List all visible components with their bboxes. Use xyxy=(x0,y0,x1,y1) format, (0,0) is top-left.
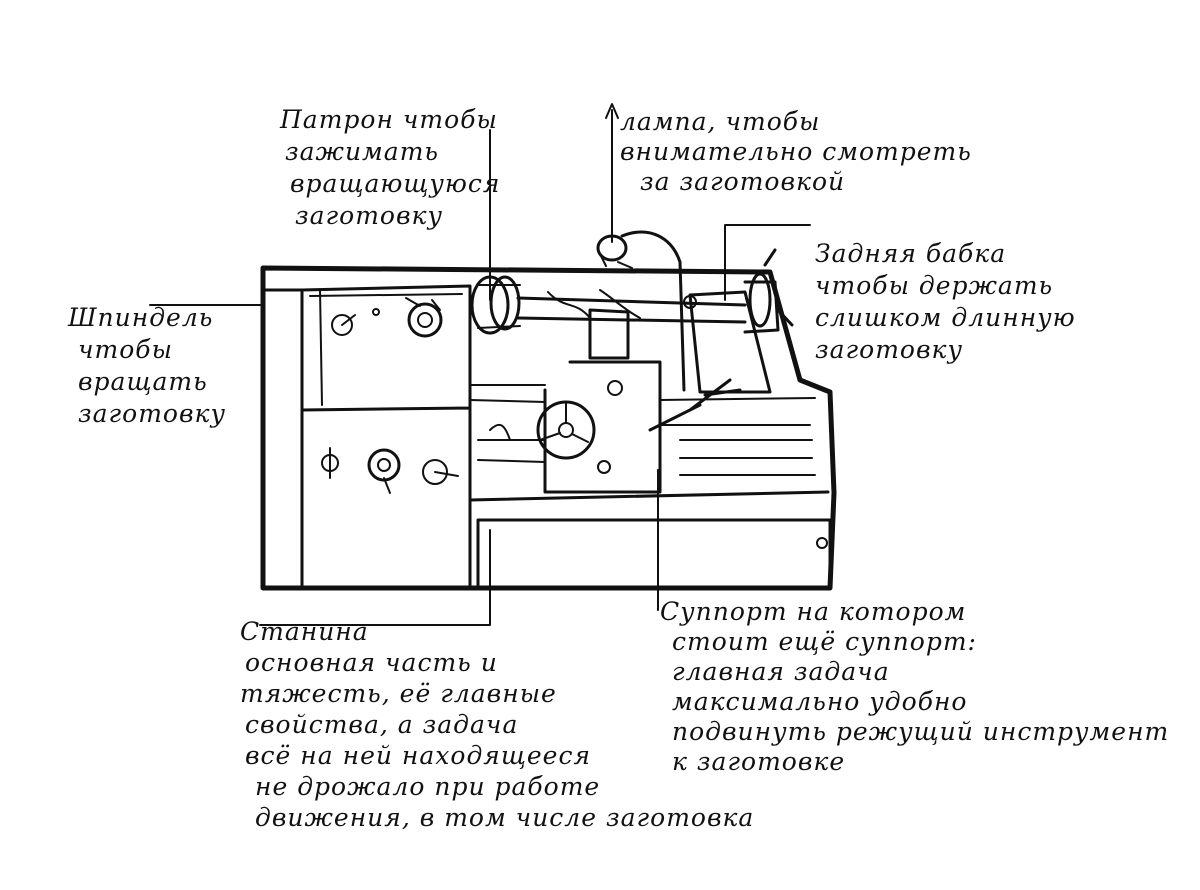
tailstock-icon xyxy=(683,248,794,394)
bed-label: Станина основная часть и тяжесть, её гла… xyxy=(240,617,754,832)
lamp-label: лампа, чтобы внимательно смотреть за заг… xyxy=(620,107,981,196)
tailstock-leader xyxy=(724,224,811,301)
lamp-icon xyxy=(596,230,686,392)
headstock-panel xyxy=(309,289,463,406)
tailstock-label-line: Задняя бабка xyxy=(815,239,1006,268)
lathe-bed-outline xyxy=(260,265,837,591)
supports-label-line: Суппорт на котором xyxy=(660,597,966,626)
spindle-label-line: вращать xyxy=(78,367,208,396)
supports-label-line: максимально удобно xyxy=(672,687,967,716)
lead-screw xyxy=(477,423,546,463)
bed-label-line: свойства, а задача xyxy=(245,710,518,739)
gearbox-knob-icon xyxy=(321,447,459,494)
supports-label-line: подвинуть режущий инструмент xyxy=(672,717,1169,746)
bed-label-line: не дрожало при работе xyxy=(255,772,600,801)
lamp-label-line: за заготовкой xyxy=(640,167,845,196)
lathe-base-inner xyxy=(468,490,832,590)
spindle-label-line: заготовку xyxy=(78,399,226,428)
carriage xyxy=(543,308,662,494)
bed-label-line: движения, в том числе заготовка xyxy=(255,803,754,832)
bed-label-line: тяжесть, её главные xyxy=(240,679,557,708)
workpiece xyxy=(516,296,747,324)
bed-label-line: всё на ней находящееся xyxy=(245,741,591,770)
tailstock-label-line: слишком длинную xyxy=(815,303,1076,332)
carriage-lever xyxy=(648,378,742,432)
tailstock-label: Задняя бабка чтобы держать слишком длинн… xyxy=(815,239,1085,364)
chuck-label-line: Патрон чтобы xyxy=(279,105,498,134)
spindle-label: Шпиндель чтобы вращать заготовку xyxy=(67,303,226,428)
supports-label-line: главная задача xyxy=(672,657,890,686)
chuck-icon xyxy=(470,275,521,335)
tailstock-label-line: заготовку xyxy=(815,335,963,364)
leader-lines xyxy=(149,103,811,626)
chuck-label-line: заготовку xyxy=(295,201,443,230)
supports-label-line: стоит ещё суппорт: xyxy=(672,627,977,656)
supports-label-line: к заготовке xyxy=(672,747,845,776)
tailstock-label-line: чтобы держать xyxy=(815,271,1053,300)
base-bolt-icon xyxy=(816,537,828,549)
supports-label: Суппорт на котором стоит ещё суппорт: гл… xyxy=(660,597,1178,776)
headstock-knob-icon xyxy=(331,297,443,338)
handwheel-icon xyxy=(536,380,623,474)
lamp-label-line: лампа, чтобы xyxy=(620,107,820,136)
chuck-label-line: зажимать xyxy=(285,137,439,166)
lathe-machine xyxy=(260,230,837,591)
bed-leader xyxy=(259,529,491,626)
bed-label-line: основная часть и xyxy=(245,648,498,677)
lamp-label-line: внимательно смотреть xyxy=(620,137,972,166)
bed-label-line: Станина xyxy=(240,617,369,646)
chuck-label-line: вращающуюся xyxy=(290,169,501,198)
lamp-leader xyxy=(605,103,619,243)
headstock-box xyxy=(260,284,472,590)
chuck-label: Патрон чтобы зажимать вращающуюся загото… xyxy=(279,105,509,230)
bedways xyxy=(469,384,816,476)
spindle-label-line: чтобы xyxy=(78,335,173,364)
workpiece-spiral xyxy=(547,289,641,319)
spindle-label-line: Шпиндель xyxy=(67,303,213,332)
